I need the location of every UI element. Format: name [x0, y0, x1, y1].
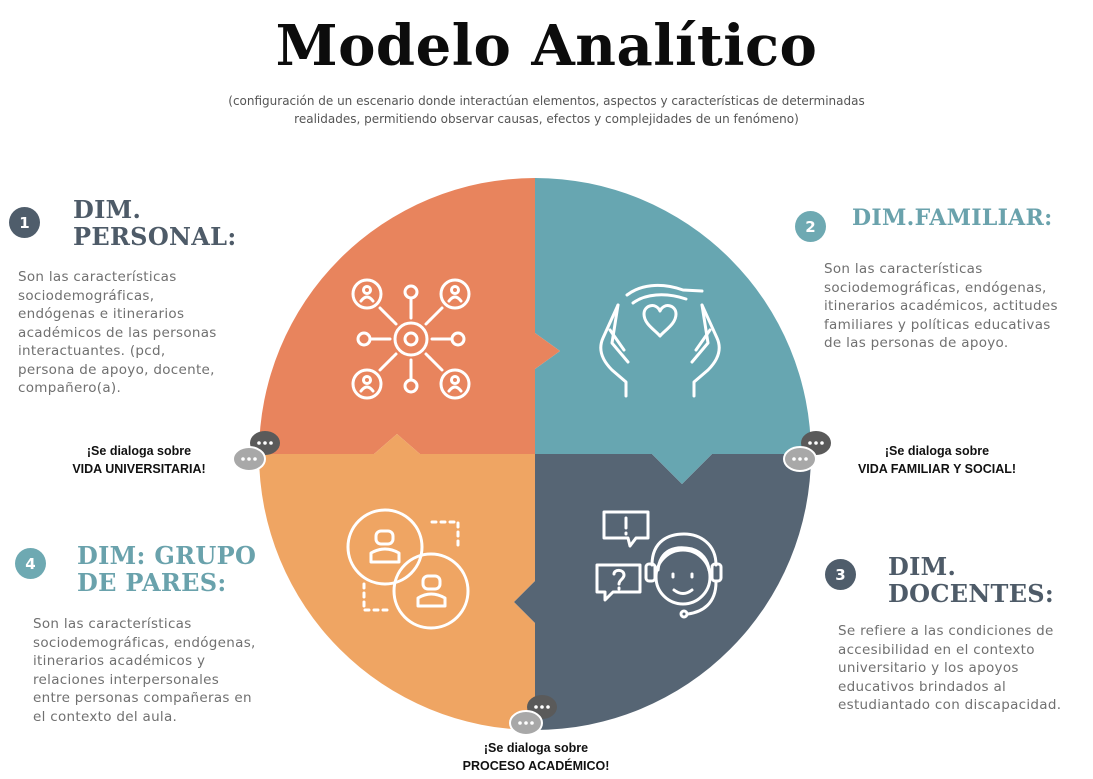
dim-docentes-title-line-1: DIM. [888, 552, 957, 581]
dim-pares-title-line-1: DIM: GRUPO [77, 541, 257, 570]
dim-docentes-title-line-2: DOCENTES: [888, 579, 1055, 608]
desc-line: endógenas e itinerarios [18, 306, 185, 322]
page-title: Modelo Analítico [275, 13, 818, 79]
quadrant-pares [259, 454, 535, 730]
desc-line: de las personas de apoyo. [824, 335, 1009, 351]
desc-line: Son las características [33, 616, 192, 632]
dialog-line-2: VIDA UNIVERSITARIA! [72, 462, 206, 476]
desc-line: itinerarios académicos, actitudes [824, 298, 1058, 314]
quadrant-familiar [535, 178, 811, 454]
desc-line: Son las características [824, 261, 983, 277]
page-subtitle: (configuración de un escenario donde int… [0, 92, 1093, 128]
dim-docentes-description: Se refiere a las condiciones de accesibi… [838, 622, 1061, 715]
dim-pares-header: 4 DIM: GRUPO DE PARES: [15, 542, 256, 596]
subtitle-line-1: (configuración de un escenario donde int… [228, 94, 865, 108]
chat-bubbles-icon [232, 431, 280, 472]
peer-users-icon [346, 508, 470, 630]
desc-line: itinerarios académicos y [33, 653, 206, 669]
notch-docentes-to-pares [514, 581, 535, 623]
notch-familiar-to-docentes [652, 454, 712, 484]
dialog-line-1: ¡Se dialoga sobre [884, 444, 990, 458]
dim-pares-title-line-2: DE PARES: [77, 568, 227, 597]
desc-line: Son las características [18, 269, 177, 285]
dim-personal-number-badge: 1 [9, 207, 40, 238]
dim-docentes-header: 3 DIM. DOCENTES: [825, 553, 1054, 607]
desc-line: Se refiere a las condiciones de [838, 623, 1054, 639]
dialog-line-2: VIDA FAMILIAR Y SOCIAL! [857, 462, 1017, 476]
dialog-vida-familiar-social: ¡Se dialoga sobre VIDA FAMILIAR Y SOCIAL… [832, 442, 1042, 478]
subtitle-line-2: realidades, permitiendo observar causas,… [294, 112, 799, 126]
dim-pares-number-badge: 4 [15, 548, 46, 579]
chat-bubbles-icon [509, 695, 557, 736]
dim-docentes-number-badge: 3 [825, 559, 856, 590]
dim-familiar-title: DIM.FAMILIAR: [852, 205, 1053, 232]
dim-personal-title-line-2: PERSONAL: [73, 222, 237, 251]
chat-bubbles-icon [783, 431, 831, 472]
dialog-line-2: PROCESO ACADÉMICO! [462, 759, 610, 773]
dim-pares-title: DIM: GRUPO DE PARES: [77, 542, 256, 596]
dim-personal-title-line-1: DIM. [73, 195, 142, 224]
quadrant-docentes [535, 454, 811, 730]
desc-line: académicos de las personas [18, 324, 217, 341]
caring-hands-heart-icon [599, 283, 721, 398]
dim-personal-header: 1 DIM. PERSONAL: [9, 196, 237, 250]
dialog-vida-universitaria: ¡Se dialoga sobre VIDA UNIVERSITARIA! [44, 442, 234, 478]
notch-pares-to-personal [374, 434, 420, 454]
dialog-line-1: ¡Se dialoga sobre [483, 741, 589, 755]
desc-line: entre personas compañeras en [33, 690, 252, 706]
desc-line: relaciones interpersonales [33, 671, 220, 688]
desc-line: el contexto del aula. [33, 708, 178, 725]
dim-personal-description: Son las características sociodemográfica… [18, 268, 217, 398]
desc-line: sociodemográficas, endógenas, [33, 634, 256, 651]
notch-personal-to-familiar [535, 333, 560, 369]
dim-pares-description: Son las características sociodemográfica… [33, 615, 256, 726]
dim-familiar-number-badge: 2 [795, 211, 826, 242]
desc-line: interactuantes. (pcd, [18, 343, 166, 359]
network-people-icon [351, 278, 471, 400]
dim-familiar-title-line-1: DIM.FAMILIAR: [852, 205, 1053, 231]
desc-line: universitario y los apoyos [838, 660, 1019, 676]
dim-familiar-description: Son las características sociodemográfica… [824, 260, 1058, 353]
desc-line: familiares y políticas educativas [824, 316, 1051, 333]
desc-line: sociodemográficas, endógenas, [824, 279, 1047, 296]
dim-docentes-title: DIM. DOCENTES: [888, 553, 1054, 607]
desc-line: accesibilidad en el contexto [838, 641, 1035, 658]
desc-line: educativos brindados al [838, 678, 1007, 695]
dim-personal-title: DIM. PERSONAL: [73, 196, 237, 250]
desc-line: sociodemográficas, [18, 287, 155, 304]
support-headset-icon [595, 510, 723, 619]
dim-familiar-header: 2 DIM.FAMILIAR: [795, 205, 1053, 242]
dialog-proceso-academico: ¡Se dialoga sobre PROCESO ACADÉMICO! [436, 739, 636, 775]
desc-line: persona de apoyo, docente, [18, 361, 215, 378]
quadrant-personal [259, 178, 535, 454]
dialog-line-1: ¡Se dialoga sobre [86, 444, 192, 458]
desc-line: estudiantado con discapacidad. [838, 697, 1062, 713]
desc-line: compañero(a). [18, 380, 122, 396]
